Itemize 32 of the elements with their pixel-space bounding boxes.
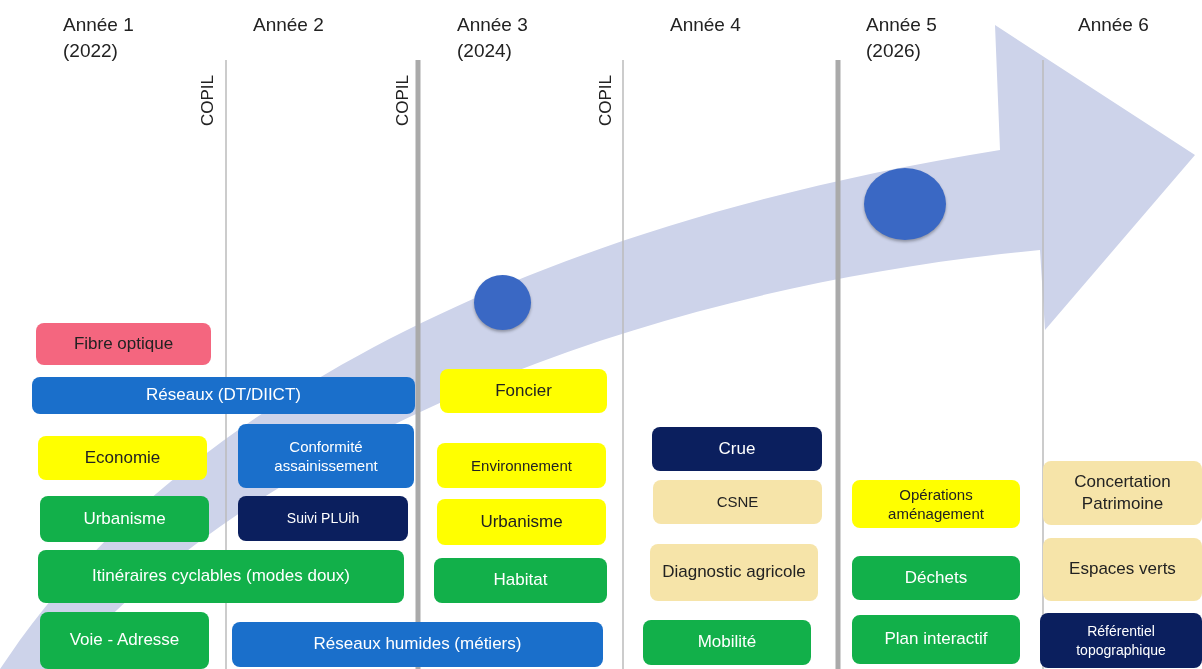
task-box: Habitat (434, 558, 607, 603)
task-box: CSNE (653, 480, 822, 524)
task-box: Urbanisme (40, 496, 209, 542)
task-box: Urbanisme (437, 499, 606, 545)
task-box: Conformité assainissement (238, 424, 414, 488)
task-box: Voie - Adresse (40, 612, 209, 669)
task-box: Economie (38, 436, 207, 480)
milestone-label: COPIL (198, 74, 218, 126)
task-box: Opérations aménagement (852, 480, 1020, 528)
task-box: Réseaux (DT/DIICT) (32, 377, 415, 414)
task-box: Itinéraires cyclables (modes doux) (38, 550, 404, 603)
task-box: Suivi PLUih (238, 496, 408, 541)
year-heading: Année 3 (2024) (457, 13, 529, 63)
year-heading: Année 1 (2022) (63, 13, 135, 63)
year-heading: Année 4 (670, 13, 742, 37)
task-box: Plan interactif (852, 615, 1020, 664)
milestone-label: COPIL (393, 74, 413, 126)
year-heading: Année 6 (1078, 13, 1150, 37)
task-box: Réseaux humides (métiers) (232, 622, 603, 667)
task-box: Référentiel topographique (1040, 613, 1202, 668)
task-box: Fibre optique (36, 323, 211, 365)
task-box: Diagnostic agricole (650, 544, 818, 601)
task-box: Foncier (440, 369, 607, 413)
task-box: Mobilité (643, 620, 811, 665)
year-heading: Année 5 (2026) (866, 13, 938, 63)
task-box: Espaces verts (1043, 538, 1202, 601)
task-box: Concertation Patrimoine (1043, 461, 1202, 525)
year-heading: Année 2 (253, 13, 325, 37)
task-box: Crue (652, 427, 822, 471)
task-box: Environnement (437, 443, 606, 488)
milestone-label: COPIL (596, 74, 616, 126)
task-box: Déchets (852, 556, 1020, 600)
